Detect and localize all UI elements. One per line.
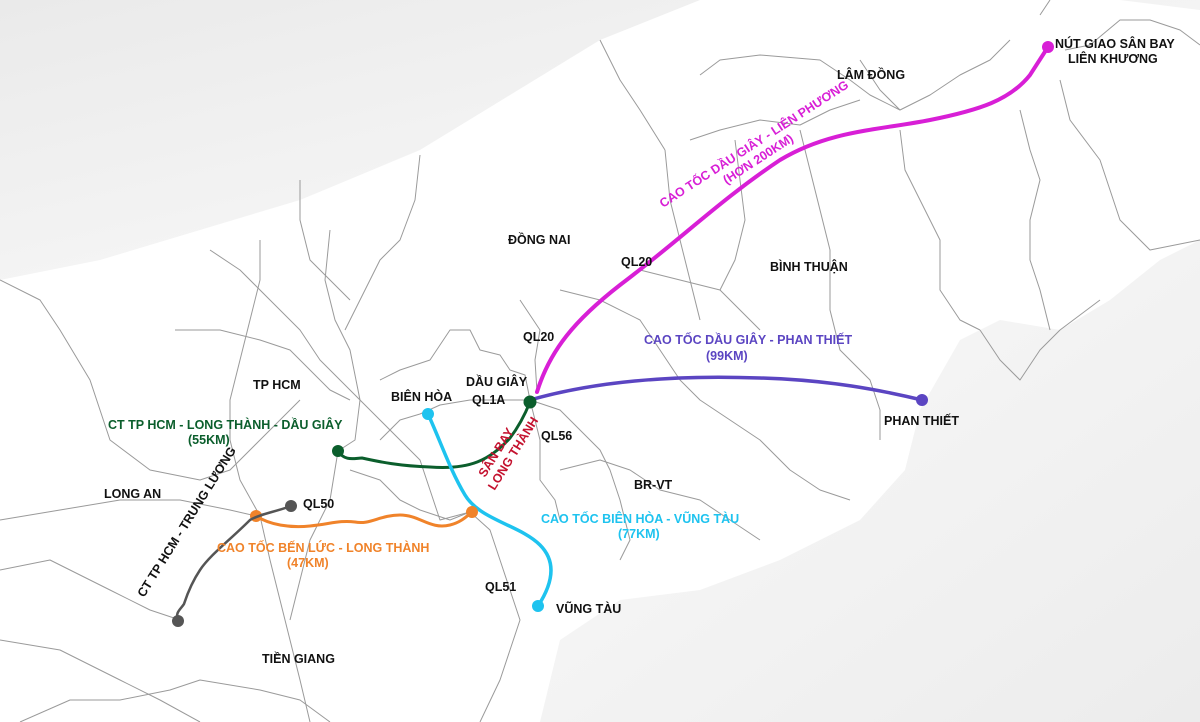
place-label: TP HCM <box>253 378 301 392</box>
airport-label: SÂN BAY LONG THÀNH <box>475 414 541 493</box>
road-label: QL50 <box>303 497 334 511</box>
route-endpoint-trung-luong[interactable] <box>172 615 184 627</box>
place-label: BIÊN HÒA <box>391 389 452 404</box>
route-label-hcm-trung-luong: CT TP HCM - TRUNG LƯƠNG <box>135 444 239 599</box>
route-label-ben-luc-long-thanh: CAO TỐC BẾN LỨC - LONG THÀNH <box>217 540 429 555</box>
place-label: LONG AN <box>104 487 161 501</box>
place-label: LÂM ĐỒNG <box>837 67 905 82</box>
place-label: BR-VT <box>634 478 673 492</box>
road-label: QL56 <box>541 429 572 443</box>
route-endpoint-tp-hcm[interactable] <box>332 445 344 457</box>
place-label: DẦU GIÂY <box>466 374 528 389</box>
route-endpoint-vung-tau[interactable] <box>532 600 544 612</box>
route-length-hcm-long-thanh-dau-giay: (55KM) <box>188 433 230 447</box>
place-label: LIÊN KHƯƠNG <box>1068 51 1158 66</box>
road-label: QL1A <box>472 393 505 407</box>
route-label-dau-giay-phan-thiet: CAO TỐC DẦU GIÂY - PHAN THIẾT <box>644 332 852 347</box>
place-label: NÚT GIAO SÂN BAY <box>1055 36 1175 51</box>
place-label: PHAN THIẾT <box>884 413 959 428</box>
route-line-dau-giay-lien-phuong[interactable] <box>535 45 1050 394</box>
route-endpoint-ql50[interactable] <box>285 500 297 512</box>
route-endpoint-phan-thiet[interactable] <box>916 394 928 406</box>
sea-area <box>540 240 1200 722</box>
road-label: QL20 <box>621 255 652 269</box>
route-line-bien-hoa-vung-tau[interactable] <box>426 413 553 607</box>
place-label: ĐỒNG NAI <box>508 232 571 247</box>
route-endpoint-long-thanh[interactable] <box>466 506 478 518</box>
route-line-hcm-long-thanh-dau-giay[interactable] <box>336 401 532 470</box>
route-line-ben-luc-long-thanh[interactable] <box>255 510 473 529</box>
route-endpoint-lien-khuong[interactable] <box>1042 41 1054 53</box>
road-label: QL20 <box>523 330 554 344</box>
route-length-dau-giay-phan-thiet: (99KM) <box>706 349 748 363</box>
route-length-bien-hoa-vung-tau: (77KM) <box>618 527 660 541</box>
route-line-hcm-trung-luong[interactable] <box>175 504 292 622</box>
route-endpoint-bien-hoa[interactable] <box>422 408 434 420</box>
place-label: VŨNG TÀU <box>556 601 621 616</box>
route-label-dau-giay-lien-phuong: CAO TỐC DẦU GIÂY - LIÊN PHƯƠNG (HƠN 200K… <box>656 77 851 211</box>
place-label: BÌNH THUẬN <box>770 259 848 274</box>
place-label: TIỀN GIANG <box>262 651 335 666</box>
svg-text:CAO TỐC DẦU GIÂY - LIÊN PHƯƠNG: CAO TỐC DẦU GIÂY - LIÊN PHƯƠNG <box>656 77 851 211</box>
route-length-ben-luc-long-thanh: (47KM) <box>287 556 329 570</box>
route-label-bien-hoa-vung-tau: CAO TỐC BIÊN HÒA - VŨNG TÀU <box>541 511 739 526</box>
outer-area <box>0 0 1200 280</box>
route-label-hcm-long-thanh-dau-giay: CT TP HCM - LONG THÀNH - DẦU GIÂY <box>108 417 343 432</box>
route-endpoint-dau-giay[interactable] <box>523 395 537 409</box>
route-line-dau-giay-phan-thiet[interactable] <box>529 375 923 402</box>
road-label: QL51 <box>485 580 516 594</box>
